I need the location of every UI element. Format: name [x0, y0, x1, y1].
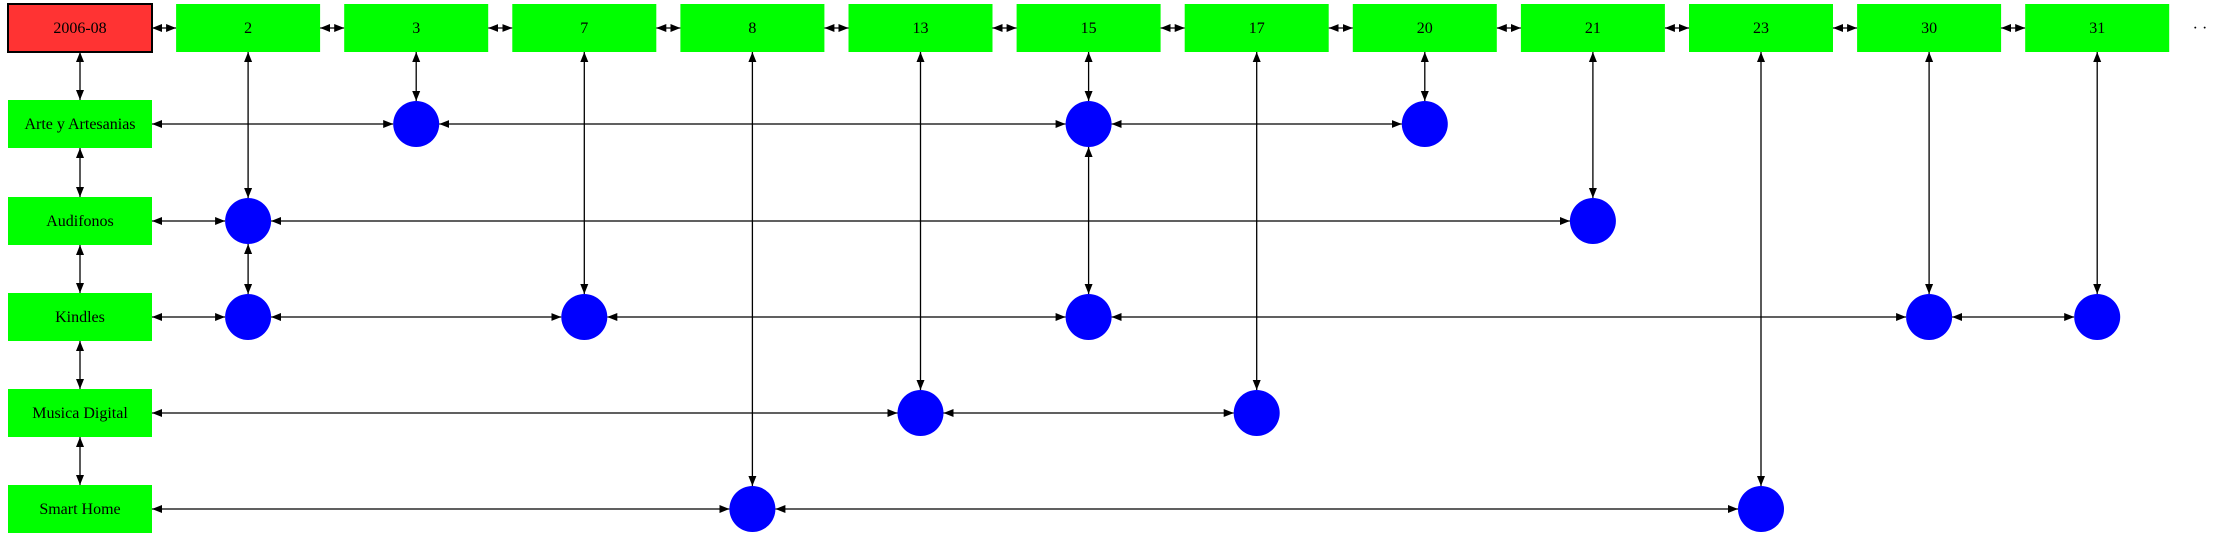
day-header-30-label: 30 — [1921, 20, 1937, 37]
event-node-kindles-15 — [1065, 294, 1112, 340]
category-musica-digital-box — [8, 389, 152, 437]
day-header-17-label: 17 — [1249, 20, 1265, 37]
day-header-3-label: 3 — [412, 20, 420, 37]
category-audifonos-box — [8, 197, 152, 245]
day-header-17-box — [1184, 4, 1329, 52]
category-smart-home-label: Smart Home — [39, 501, 120, 518]
period-header: 2006-08 — [7, 3, 153, 53]
day-header-23: 23 — [1689, 4, 1833, 52]
event-node-kindles-31 — [2074, 294, 2121, 340]
event-node-kindles-7 — [561, 294, 608, 340]
day-header-20-label: 20 — [1417, 20, 1433, 37]
category-kindles: Kindles — [8, 293, 152, 341]
day-header-31: 31 — [2025, 4, 2170, 52]
category-arte-y-artesanias-label: Arte y Artesanias — [24, 116, 135, 133]
event-node-kindles-2 — [225, 294, 272, 340]
day-header-3-box — [344, 4, 489, 52]
day-header-21-label: 21 — [1585, 20, 1601, 37]
day-header-30-box — [1857, 4, 2002, 52]
day-header-31-box — [2025, 4, 2170, 52]
day-header-20-box — [1352, 4, 1497, 52]
day-header-7: 7 — [512, 4, 657, 52]
day-header-2-label: 2 — [244, 20, 252, 37]
category-audifonos: Audifonos — [8, 197, 152, 245]
day-header-8-box — [680, 4, 825, 52]
edges-layer — [76, 24, 2102, 513]
event-node-musica-digital-17 — [1233, 390, 1280, 436]
event-node-arte-y-artesanias-20 — [1401, 101, 1448, 147]
period-header-box — [7, 3, 153, 53]
day-header-8: 8 — [680, 4, 825, 52]
category-arte-y-artesanias: Arte y Artesanias — [8, 100, 152, 148]
event-node-smart-home-8 — [729, 486, 776, 532]
day-header-30: 30 — [1857, 4, 2002, 52]
day-header-15-label: 15 — [1081, 20, 1097, 37]
day-header-2-box — [176, 4, 321, 52]
day-header-15-box — [1016, 4, 1161, 52]
day-header-13: 13 — [848, 4, 993, 52]
category-smart-home-box — [8, 485, 152, 533]
trailing-mark: · · — [2193, 20, 2208, 37]
day-header-23-box — [1689, 4, 1833, 52]
day-header-7-box — [512, 4, 657, 52]
day-header-3: 3 — [344, 4, 489, 52]
category-smart-home: Smart Home — [8, 485, 152, 533]
event-node-kindles-30 — [1906, 294, 1953, 340]
day-header-20: 20 — [1352, 4, 1497, 52]
day-header-7-label: 7 — [580, 20, 588, 37]
event-node-smart-home-23 — [1738, 486, 1784, 532]
day-header-13-label: 13 — [913, 20, 929, 37]
day-header-31-label: 31 — [2089, 20, 2105, 37]
day-header-15: 15 — [1016, 4, 1161, 52]
category-arte-y-artesanias-box — [8, 100, 152, 148]
category-musica-digital: Musica Digital — [8, 389, 152, 437]
day-header-8-label: 8 — [748, 20, 756, 37]
day-header-23-label: 23 — [1753, 20, 1769, 37]
day-header-21: 21 — [1520, 4, 1665, 52]
event-node-arte-y-artesanias-15 — [1065, 101, 1112, 147]
category-kindles-label: Kindles — [55, 309, 105, 326]
event-node-audifonos-21 — [1569, 198, 1616, 244]
category-audifonos-label: Audifonos — [46, 213, 114, 230]
day-header-21-box — [1520, 4, 1665, 52]
period-header-label: 2006-08 — [53, 20, 106, 37]
event-node-arte-y-artesanias-3 — [393, 101, 440, 147]
category-kindles-box — [8, 293, 152, 341]
day-header-2: 2 — [176, 4, 321, 52]
event-node-audifonos-2 — [225, 198, 272, 244]
event-node-musica-digital-13 — [897, 390, 944, 436]
day-header-13-box — [848, 4, 993, 52]
category-musica-digital-label: Musica Digital — [32, 405, 128, 422]
day-header-17: 17 — [1184, 4, 1329, 52]
